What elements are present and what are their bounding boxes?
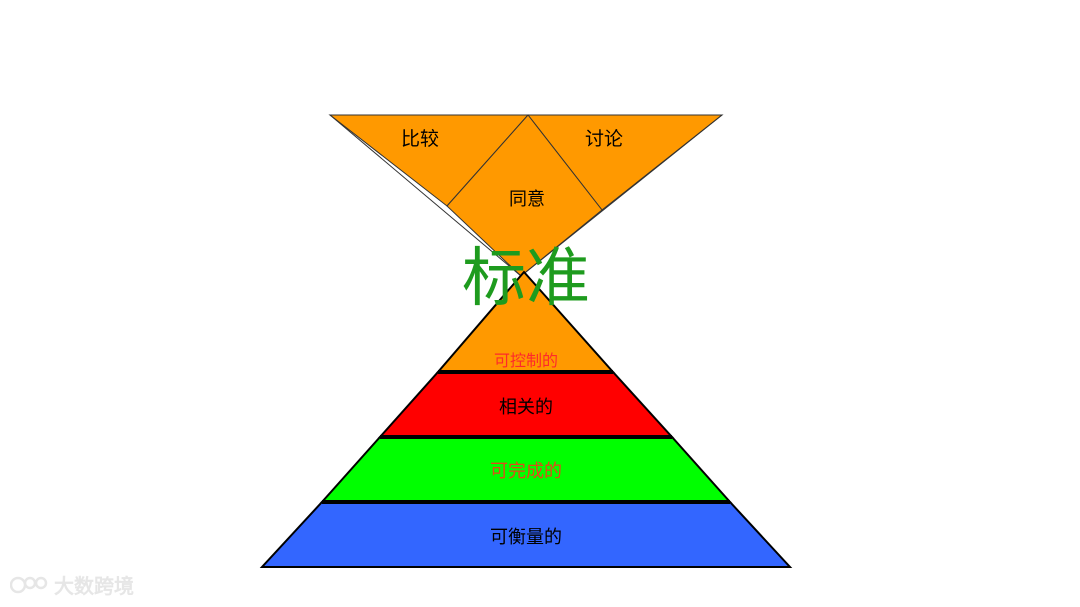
top-triangle: 比较 讨论 同意 bbox=[328, 114, 724, 277]
watermark-logo-icon bbox=[10, 576, 48, 593]
top-center-label: 同意 bbox=[509, 189, 545, 210]
pyramid-label-controllable: 可控制的 bbox=[494, 351, 558, 370]
pyramid: 可控制的 相关的 可完成的 可衡量的 bbox=[259, 270, 793, 568]
pyramid-label-relevant: 相关的 bbox=[499, 397, 553, 418]
pyramid-label-measurable: 可衡量的 bbox=[490, 527, 562, 548]
center-title: 标准 bbox=[462, 242, 590, 316]
top-right-label: 讨论 bbox=[585, 128, 623, 150]
top-center-section bbox=[446, 114, 603, 277]
top-left-label: 比较 bbox=[401, 128, 439, 150]
top-triangle-outline bbox=[328, 114, 724, 277]
watermark-text: 大数跨境 bbox=[54, 574, 134, 598]
watermark: 大数跨境 bbox=[10, 570, 134, 599]
pyramid-label-achievable: 可完成的 bbox=[490, 461, 562, 482]
